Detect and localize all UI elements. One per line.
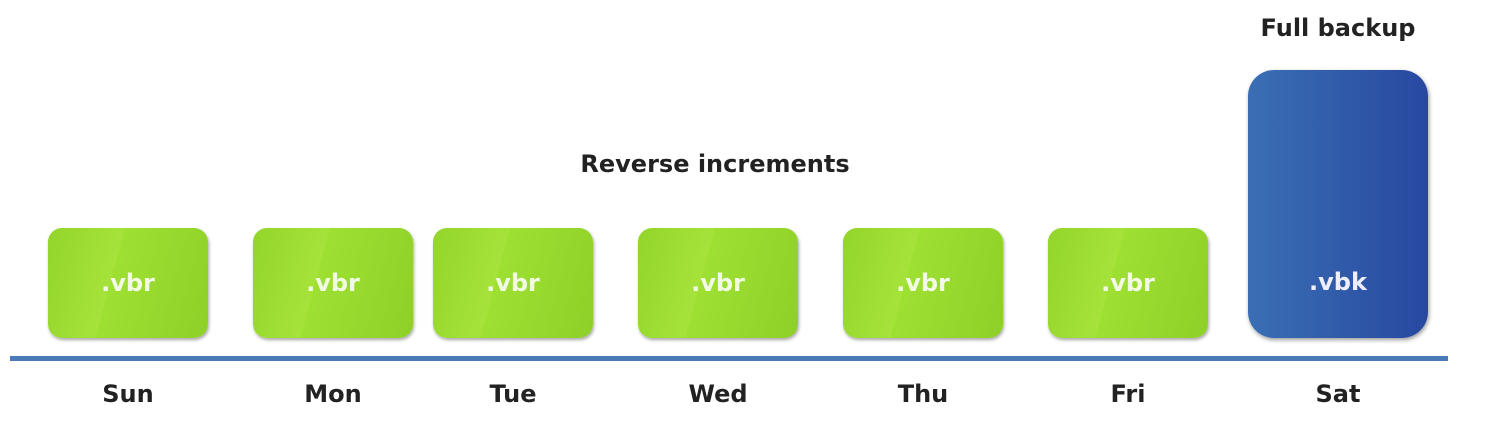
file-label: .vbr [1101, 269, 1155, 297]
reverse-increments-label: Reverse increments [580, 150, 850, 178]
file-label: .vbr [101, 269, 155, 297]
increment-box-mon: .vbr [253, 228, 413, 338]
increment-box-fri: .vbr [1048, 228, 1208, 338]
increment-box-wed: .vbr [638, 228, 798, 338]
day-label-wed: Wed [688, 380, 748, 408]
file-label: .vbk [1309, 268, 1367, 296]
day-label-sat: Sat [1315, 380, 1361, 408]
full-backup-label: Full backup [1260, 14, 1416, 42]
increment-box-thu: .vbr [843, 228, 1003, 338]
file-label: .vbr [486, 269, 540, 297]
file-label: .vbr [306, 269, 360, 297]
file-label: .vbr [896, 269, 950, 297]
increment-box-tue: .vbr [433, 228, 593, 338]
timeline [10, 356, 1448, 361]
day-label-fri: Fri [1110, 380, 1146, 408]
day-label-sun: Sun [102, 380, 154, 408]
day-label-mon: Mon [304, 380, 362, 408]
file-label: .vbr [691, 269, 745, 297]
increment-box-sun: .vbr [48, 228, 208, 338]
day-label-tue: Tue [489, 380, 537, 408]
day-label-thu: Thu [897, 380, 949, 408]
full-backup-box-sat: .vbk [1248, 70, 1428, 338]
